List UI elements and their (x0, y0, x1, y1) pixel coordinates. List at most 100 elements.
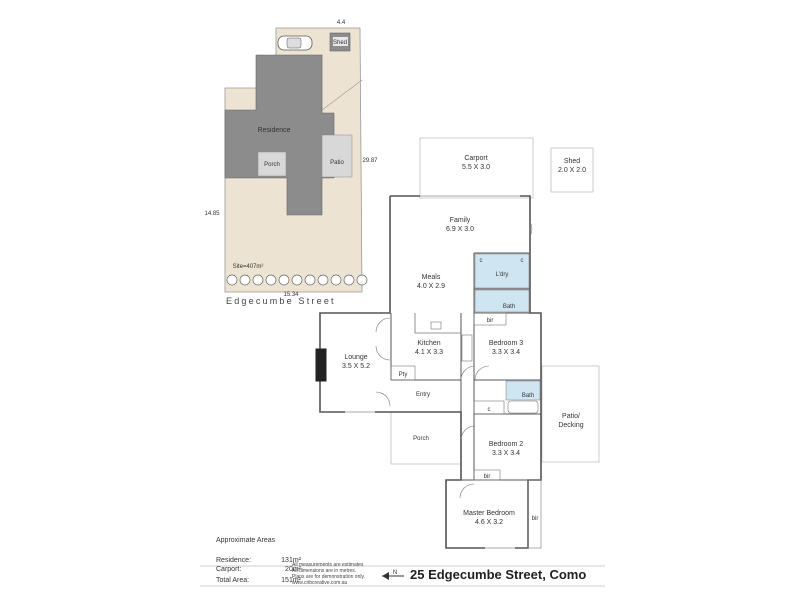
bir-mid (473, 469, 501, 481)
floor-plan (315, 137, 600, 549)
room-name: Patio/ (562, 413, 580, 420)
bir-master-label: bir (532, 516, 539, 522)
area-value: 151m² (281, 577, 301, 584)
side-dimension-right: 29.87 (362, 158, 378, 164)
fireplace (315, 348, 327, 382)
bir-upper-label: bir (487, 318, 494, 324)
shrub-icon (317, 274, 329, 286)
shrub-icon (226, 274, 238, 286)
site-area-label: Site=407m² (233, 264, 264, 270)
car-icon (277, 35, 313, 51)
bathtub (507, 400, 539, 414)
bir-master (527, 479, 542, 549)
side-dimension-left: 14.85 (204, 211, 220, 217)
room-name: Family (450, 217, 471, 224)
exterior-wall (390, 195, 542, 549)
room-name: Bedroom 2 (489, 441, 523, 448)
shed-outline (550, 147, 594, 193)
room-size: Decking (558, 422, 583, 429)
cupboard-lower (473, 400, 505, 415)
room-name: Meals (422, 274, 441, 281)
bath-lower-label: Bath (522, 393, 534, 399)
kitchen-bench (414, 313, 461, 334)
room-name: Master Bedroom (463, 510, 515, 517)
area-value: 131m² (281, 557, 301, 564)
shrub-icon (239, 274, 251, 286)
shrub-icon (304, 274, 316, 286)
pantry-label: Pty (399, 372, 408, 378)
shrub-row (226, 274, 368, 286)
room-size: 6.9 X 3.0 (446, 226, 474, 233)
areas-title: Approximate Areas (216, 537, 276, 544)
laundry-wet-area (474, 253, 530, 289)
site-residence-label: Residence (257, 127, 290, 134)
shrub-icon (252, 274, 264, 286)
bir-upper (473, 312, 507, 326)
pantry (390, 365, 416, 381)
cupboard-label: c (480, 258, 483, 264)
door-swing (474, 365, 490, 381)
room-size: 3.5 X 5.2 (342, 363, 370, 370)
door-swing (375, 345, 391, 361)
frontage-dimension: 4.4 (337, 20, 346, 26)
room-size: 4.1 X 3.3 (415, 349, 443, 356)
area-label: Total Area: (216, 577, 250, 584)
shrub-icon (330, 274, 342, 286)
area-label: Carport: (216, 566, 242, 573)
room-name: Kitchen (417, 340, 440, 347)
shrub-icon (278, 274, 290, 286)
area-value: 20m² (285, 566, 301, 573)
shrub-icon (343, 274, 355, 286)
bottom-dimension: 15.34 (283, 292, 299, 298)
room-size: 4.0 X 2.9 (417, 283, 445, 290)
door-swing (460, 365, 476, 381)
room-size: 2.0 X 2.0 (558, 167, 586, 174)
room-name: Bedroom 3 (489, 340, 523, 347)
door-swing (375, 317, 391, 333)
site-residence (224, 54, 335, 216)
site-porch-label: Porch (264, 162, 280, 168)
disclaimer-line: www.cribcreative.com.au (292, 580, 348, 586)
kitchen-cooktop (461, 334, 473, 362)
door-swing (459, 483, 475, 499)
site-patio-label: Patio (330, 160, 344, 166)
kitchen-sink (430, 321, 442, 330)
disclaimer-line: Plans are for demonstration only. (292, 574, 366, 580)
room-size: 5.5 X 3.0 (462, 164, 490, 171)
site-shed-label: Shed (333, 40, 347, 46)
disclaimer-line: All measurements are estimates (292, 562, 364, 568)
disclaimer-line: All dimensions are in metres. (292, 568, 357, 574)
patio-decking-outline (541, 365, 600, 463)
door-swing (460, 425, 476, 441)
shrub-icon (291, 274, 303, 286)
exterior-wall (319, 196, 391, 413)
room-size: 3.3 X 3.4 (492, 450, 520, 457)
room-size: 3.3 X 3.4 (492, 349, 520, 356)
room-size: 4.6 X 3.2 (475, 519, 503, 526)
site-patio (321, 134, 353, 178)
north-label: N (393, 570, 397, 576)
shrub-icon (356, 274, 368, 286)
site-porch (257, 151, 287, 177)
bath-upper-wet-area (474, 289, 530, 313)
door-swing (529, 221, 533, 237)
street-name: Edgecumbe Street (226, 296, 336, 306)
carport-outline (419, 137, 534, 199)
cupboard-label: c (521, 258, 524, 264)
room-name: Carport (464, 155, 487, 162)
cupboard-label: c (488, 407, 491, 413)
door-swing (375, 391, 391, 407)
area-label: Residence: (216, 557, 252, 564)
north-arrow-icon (382, 572, 404, 580)
entry-label: Entry (416, 392, 430, 398)
site-plan: Shed 4.4 Residence Porch Patio 29.87 14.… (204, 20, 378, 306)
property-address: 25 Edgecumbe Street, Como (410, 567, 587, 582)
laundry-label: L'dry (496, 272, 509, 278)
bir-mid-label: bir (484, 474, 491, 480)
site-easement-line (321, 79, 363, 111)
shrub-icon (265, 274, 277, 286)
room-name: Lounge (344, 354, 367, 361)
disclaimer: All measurements are estimates All dimen… (292, 562, 392, 586)
